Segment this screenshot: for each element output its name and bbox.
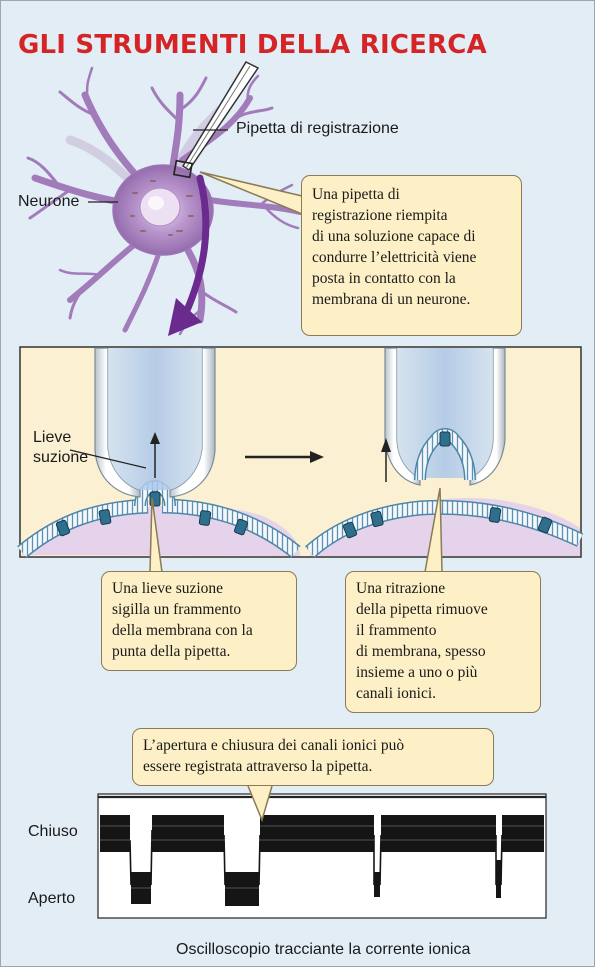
open-label: Aperto [28, 890, 75, 908]
page-title: GLI STRUMENTI DELLA RICERCA [18, 30, 487, 60]
callout-text: Una ritrazione [356, 578, 530, 599]
callout-retraction: Una ritrazione della pipetta rimuove il … [345, 571, 541, 713]
callout-text: della pipetta rimuove [356, 599, 530, 620]
suction-label-line: suzione [33, 448, 88, 468]
callout-text: di una soluzione capace di [312, 226, 511, 247]
callout-seal: Una lieve suzione sigilla un frammento d… [101, 571, 297, 671]
callout-text: Una lieve suzione [112, 578, 286, 599]
callout-pipette-contact: Una pipetta di registrazione riempita di… [301, 175, 522, 336]
callout-text: condurre l’elettricità viene [312, 247, 511, 268]
callout-text: registrazione riempita [312, 205, 511, 226]
suction-label-line: Lieve [33, 428, 88, 448]
oscilloscope-trace [98, 794, 546, 918]
callout-text: insieme a uno o più [356, 662, 530, 683]
suction-label: Lieve suzione [33, 428, 88, 468]
callout-text: il frammento [356, 620, 530, 641]
callout-text: punta della pipetta. [112, 641, 286, 662]
callout-text: della membrana con la [112, 620, 286, 641]
callout-recording: L’apertura e chiusura dei canali ionici … [132, 728, 494, 786]
neuron-label: Neurone [18, 193, 79, 211]
patch-panel [20, 347, 581, 557]
pipette-label: Pipetta di registrazione [236, 120, 399, 138]
callout-text: canali ionici. [356, 683, 530, 704]
closed-label: Chiuso [28, 823, 78, 841]
callout-text: L’apertura e chiusura dei canali ionici … [143, 735, 483, 756]
oscilloscope-caption: Oscilloscopio tracciante la corrente ion… [176, 941, 470, 959]
callout-text: Una pipetta di [312, 184, 511, 205]
callout-text: posta in contatto con la [312, 268, 511, 289]
callout-text: di membrana, spesso [356, 641, 530, 662]
callout-text: membrana di un neurone. [312, 289, 511, 310]
callout-text: essere registrata attraverso la pipetta. [143, 756, 483, 777]
callout-text: sigilla un frammento [112, 599, 286, 620]
